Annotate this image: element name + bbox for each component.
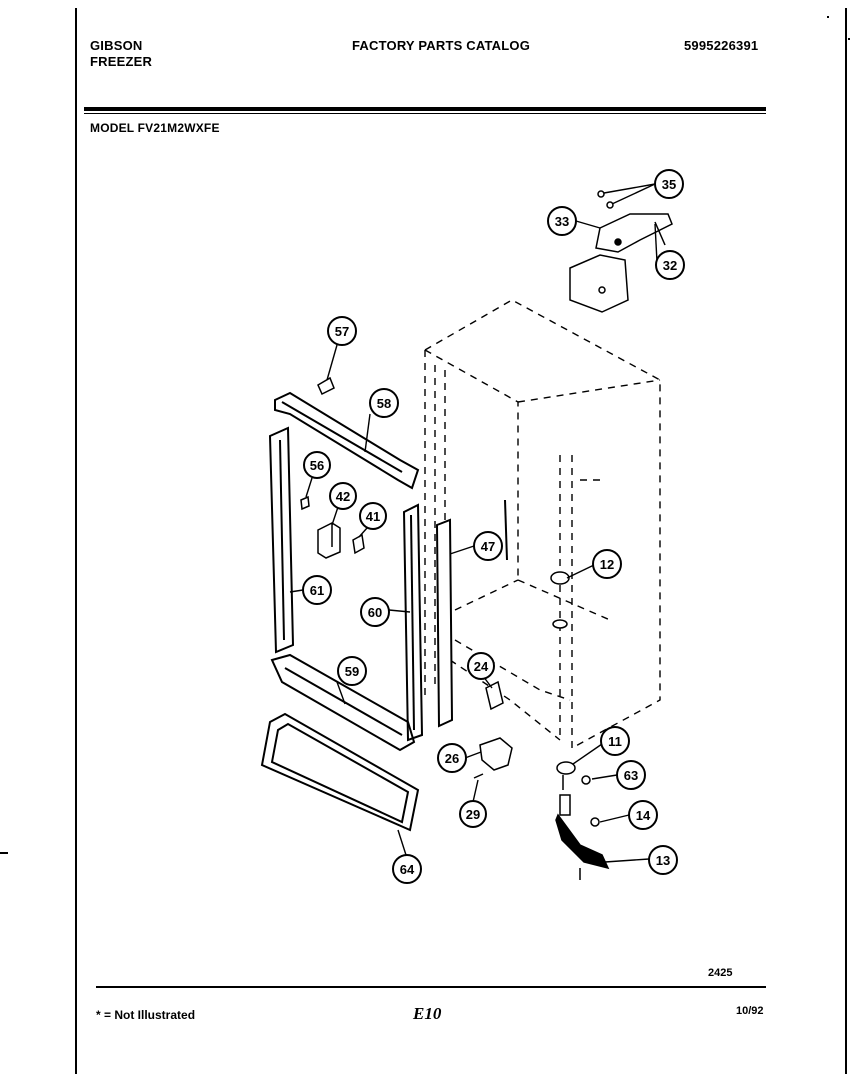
kick-plate	[260, 712, 420, 832]
leader-lines	[289, 183, 658, 863]
callout-61	[302, 575, 332, 605]
callout-32	[655, 250, 685, 280]
callout-64	[392, 854, 422, 884]
callout-label-58: 58	[377, 396, 391, 411]
gasket-right	[402, 503, 424, 742]
cabinet-outline	[424, 299, 661, 749]
callout-label-59: 59	[345, 664, 359, 679]
callout-label-60: 60	[368, 605, 382, 620]
callout-label-13: 13	[656, 853, 670, 868]
top-hinge	[569, 190, 673, 313]
catalog-title: FACTORY PARTS CATALOG	[352, 38, 531, 53]
callout-label-47: 47	[481, 539, 495, 554]
part-41-shape	[352, 533, 365, 555]
callout-13	[648, 845, 678, 875]
callout-26	[437, 743, 467, 773]
callout-label-41: 41	[366, 509, 380, 524]
part-56-shape	[300, 495, 310, 511]
part-57-shape	[317, 376, 335, 396]
gasket-top	[274, 391, 420, 490]
legend-not-illustrated: * = Not Illustrated	[96, 1008, 196, 1022]
callout-41	[359, 502, 387, 530]
callout-labels: 35 33 32 57 58 56 42 41 47 12 61 60 59 2…	[310, 177, 677, 877]
part-29-shape	[473, 773, 484, 779]
callout-label-11: 11	[608, 734, 622, 749]
callout-60	[360, 597, 390, 627]
callout-59	[337, 656, 367, 686]
callout-14	[628, 800, 658, 830]
callout-58	[369, 388, 399, 418]
callout-label-56: 56	[310, 458, 324, 473]
callout-label-64: 64	[400, 862, 415, 877]
callouts	[302, 169, 685, 884]
callout-35	[654, 169, 684, 199]
callout-label-35: 35	[662, 177, 676, 192]
callout-label-24: 24	[474, 659, 489, 674]
callout-label-32: 32	[663, 258, 677, 273]
callout-47	[473, 531, 503, 561]
callout-label-61: 61	[310, 583, 324, 598]
callout-label-26: 26	[445, 751, 459, 766]
brand-name: GIBSON	[90, 38, 143, 53]
part-24-shape	[485, 680, 504, 711]
revision-date: 10/92	[736, 1005, 764, 1017]
page-frame	[75, 8, 847, 1074]
callout-24	[467, 652, 495, 680]
callout-label-29: 29	[466, 807, 480, 822]
part-42-shape	[317, 522, 341, 559]
part-12-shape	[550, 571, 570, 629]
footer-rule	[96, 986, 766, 988]
callout-63	[616, 760, 646, 790]
header-rule-thin	[84, 113, 766, 114]
callout-42	[329, 482, 357, 510]
callout-label-14: 14	[636, 808, 651, 823]
callout-56	[303, 451, 331, 479]
callout-33	[547, 206, 577, 236]
callout-label-12: 12	[600, 557, 614, 572]
catalog-number: 5995226391	[684, 38, 759, 53]
callout-label-33: 33	[555, 214, 569, 229]
page-code: 2425	[708, 967, 733, 979]
callout-label-63: 63	[624, 768, 638, 783]
bottom-hinge	[555, 761, 610, 880]
callout-11	[600, 726, 630, 756]
callout-label-42: 42	[336, 489, 350, 504]
edge-dot-right	[848, 38, 850, 40]
model-label: MODEL FV21M2WXFE	[90, 121, 220, 135]
page-id: E10	[413, 1004, 442, 1023]
header-rule	[84, 107, 766, 111]
gasket-left	[268, 426, 295, 654]
edge-tick-left	[0, 852, 8, 854]
brand-block: GIBSON FREEZER	[90, 38, 152, 70]
callout-29	[459, 800, 487, 828]
part-26-shape	[479, 737, 513, 771]
callout-12	[592, 549, 622, 579]
edge-dot-top	[827, 16, 829, 18]
callout-57	[327, 316, 357, 346]
callout-label-57: 57	[335, 324, 349, 339]
part-47-shape	[435, 499, 508, 728]
product-type: FREEZER	[90, 54, 153, 69]
